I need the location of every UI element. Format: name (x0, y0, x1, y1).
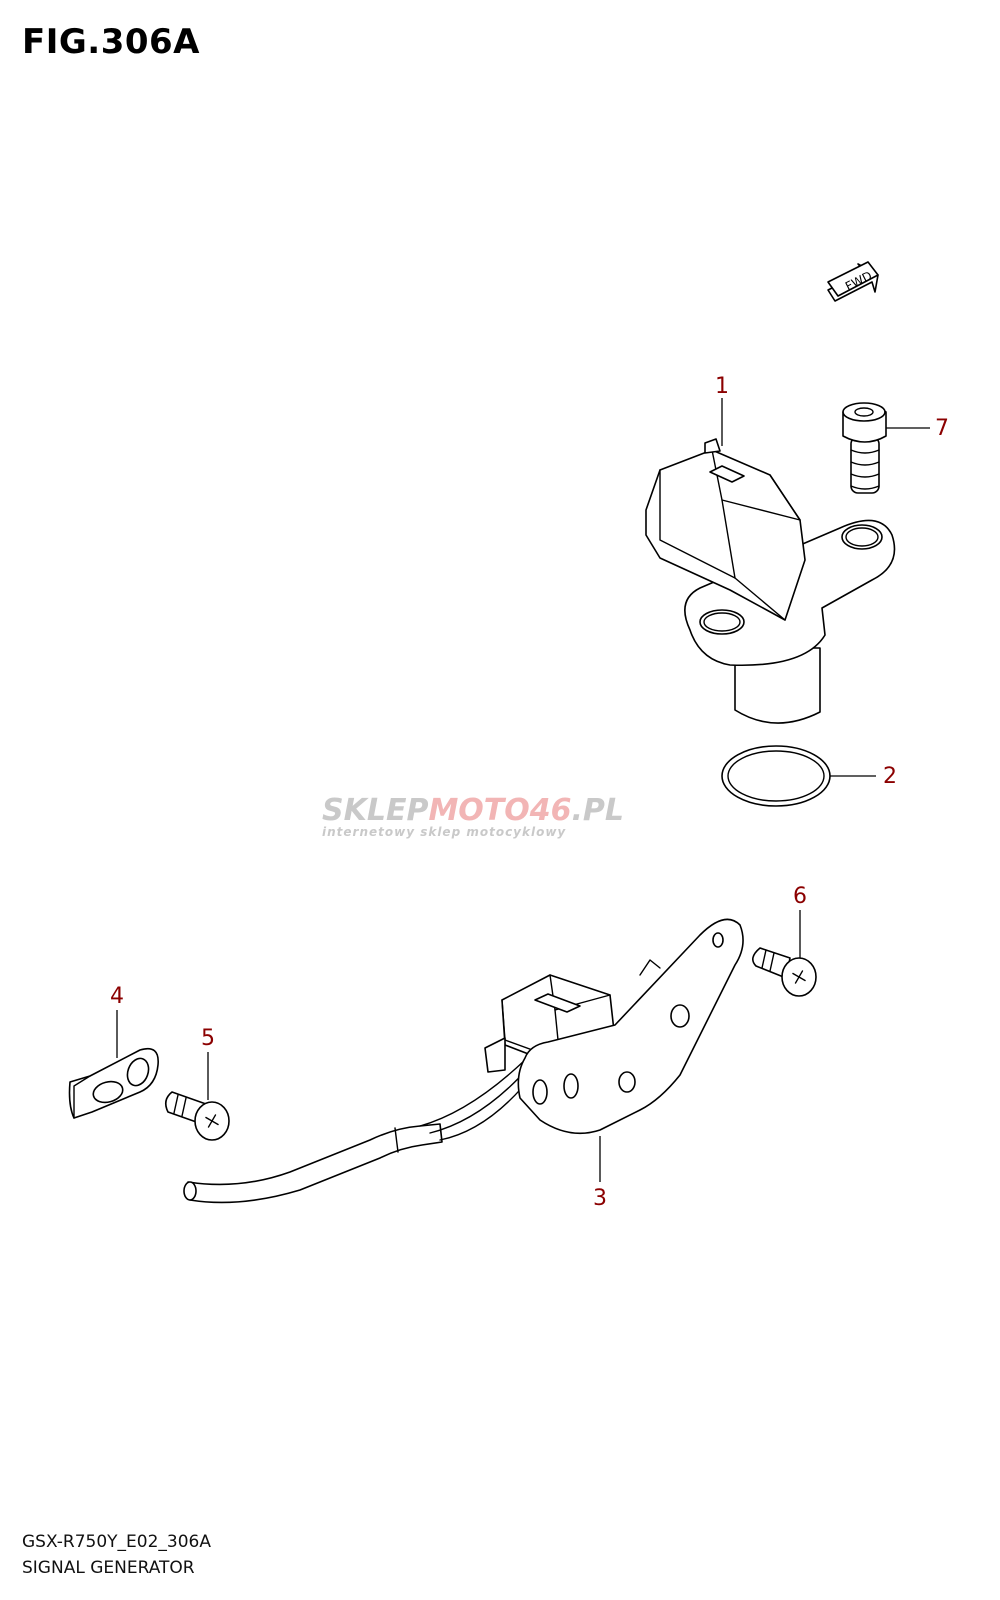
watermark-part-d: .PL (572, 793, 625, 828)
watermark-part-c: 46 (529, 793, 572, 828)
watermark-part-b: MOTO (428, 793, 529, 828)
callout-4: 4 (110, 984, 124, 1009)
watermark-subtitle: internetowy sklep motocyklowy (322, 825, 566, 839)
diagram-title: SIGNAL GENERATOR (22, 1558, 195, 1578)
watermark-logo: SKLEPMOTO46.PL internetowy sklep motocyk… (322, 793, 624, 839)
watermark-part-a: SKLEP (322, 793, 428, 828)
callout-2: 2 (883, 764, 897, 789)
figure-title: FIG.306A (22, 22, 200, 62)
sensor-body-part-1 (645, 438, 896, 724)
diagram-code: GSX-R750Y_E02_306A (22, 1532, 211, 1552)
fwd-arrow-icon: FWD (827, 261, 879, 302)
svg-text:SKLEPMOTO46.PL: SKLEPMOTO46.PL (322, 793, 624, 828)
callout-3: 3 (593, 1186, 607, 1211)
callout-6: 6 (793, 884, 807, 909)
o-ring-part-2 (721, 745, 831, 807)
screw-part-6 (752, 947, 817, 997)
callout-7: 7 (935, 416, 949, 441)
screw-part-5 (164, 1091, 230, 1141)
bolt-part-7 (842, 402, 887, 494)
callout-1: 1 (715, 374, 729, 399)
callout-5: 5 (201, 1026, 215, 1051)
clamp-plate-part-4 (68, 1047, 159, 1119)
signal-generator-part-3 (183, 918, 744, 1204)
